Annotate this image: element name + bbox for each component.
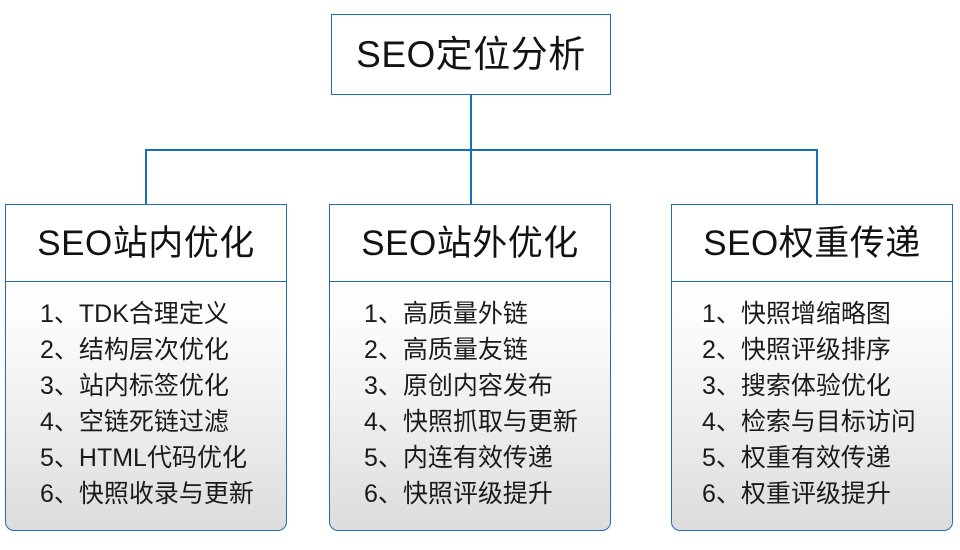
branch-seo-onsite: SEO站内优化 1、TDK合理定义 2、结构层次优化 3、站内标签优化 4、空链… — [5, 204, 287, 531]
branch-item-list-seo-offsite: 1、高质量外链 2、高质量友链 3、原创内容发布 4、快照抓取与更新 5、内连有… — [330, 296, 578, 512]
branch-header-seo-offsite[interactable]: SEO站外优化 — [329, 204, 611, 282]
list-item: 6、权重评级提升 — [702, 480, 891, 508]
list-item: 5、内连有效传递 — [364, 444, 553, 472]
branch-title-seo-offsite: SEO站外优化 — [361, 223, 579, 263]
root-node-seo-positioning-analysis[interactable]: SEO定位分析 — [331, 14, 611, 95]
list-item: 1、快照增缩略图 — [702, 300, 891, 328]
branch-header-seo-onsite[interactable]: SEO站内优化 — [5, 204, 287, 282]
list-item: 4、快照抓取与更新 — [364, 408, 578, 436]
list-item: 1、TDK合理定义 — [40, 300, 229, 328]
branch-body-seo-onsite: 1、TDK合理定义 2、结构层次优化 3、站内标签优化 4、空链死链过滤 5、H… — [5, 281, 287, 531]
list-item: 2、快照评级排序 — [702, 336, 891, 364]
list-item: 1、高质量外链 — [364, 300, 528, 328]
branch-item-list-seo-weight-transfer: 1、快照增缩略图 2、快照评级排序 3、搜索体验优化 4、检索与目标访问 5、权… — [672, 296, 916, 512]
branch-seo-offsite: SEO站外优化 1、高质量外链 2、高质量友链 3、原创内容发布 4、快照抓取与… — [329, 204, 611, 531]
list-item: 5、权重有效传递 — [702, 444, 891, 472]
list-item: 3、原创内容发布 — [364, 372, 553, 400]
branch-body-seo-weight-transfer: 1、快照增缩略图 2、快照评级排序 3、搜索体验优化 4、检索与目标访问 5、权… — [671, 281, 953, 531]
list-item: 3、站内标签优化 — [40, 372, 229, 400]
list-item: 3、搜索体验优化 — [702, 372, 891, 400]
branch-body-seo-offsite: 1、高质量外链 2、高质量友链 3、原创内容发布 4、快照抓取与更新 5、内连有… — [329, 281, 611, 531]
list-item: 6、快照评级提升 — [364, 480, 553, 508]
root-node-title: SEO定位分析 — [356, 34, 586, 75]
branch-title-seo-onsite: SEO站内优化 — [37, 223, 255, 263]
list-item: 2、结构层次优化 — [40, 336, 229, 364]
list-item: 5、HTML代码优化 — [40, 444, 247, 472]
list-item: 4、空链死链过滤 — [40, 408, 229, 436]
branch-seo-weight-transfer: SEO权重传递 1、快照增缩略图 2、快照评级排序 3、搜索体验优化 4、检索与… — [671, 204, 953, 531]
branch-title-seo-weight-transfer: SEO权重传递 — [703, 223, 921, 263]
branch-item-list-seo-onsite: 1、TDK合理定义 2、结构层次优化 3、站内标签优化 4、空链死链过滤 5、H… — [6, 296, 254, 512]
list-item: 2、高质量友链 — [364, 336, 528, 364]
branch-header-seo-weight-transfer[interactable]: SEO权重传递 — [671, 204, 953, 282]
list-item: 6、快照收录与更新 — [40, 480, 254, 508]
list-item: 4、检索与目标访问 — [702, 408, 916, 436]
